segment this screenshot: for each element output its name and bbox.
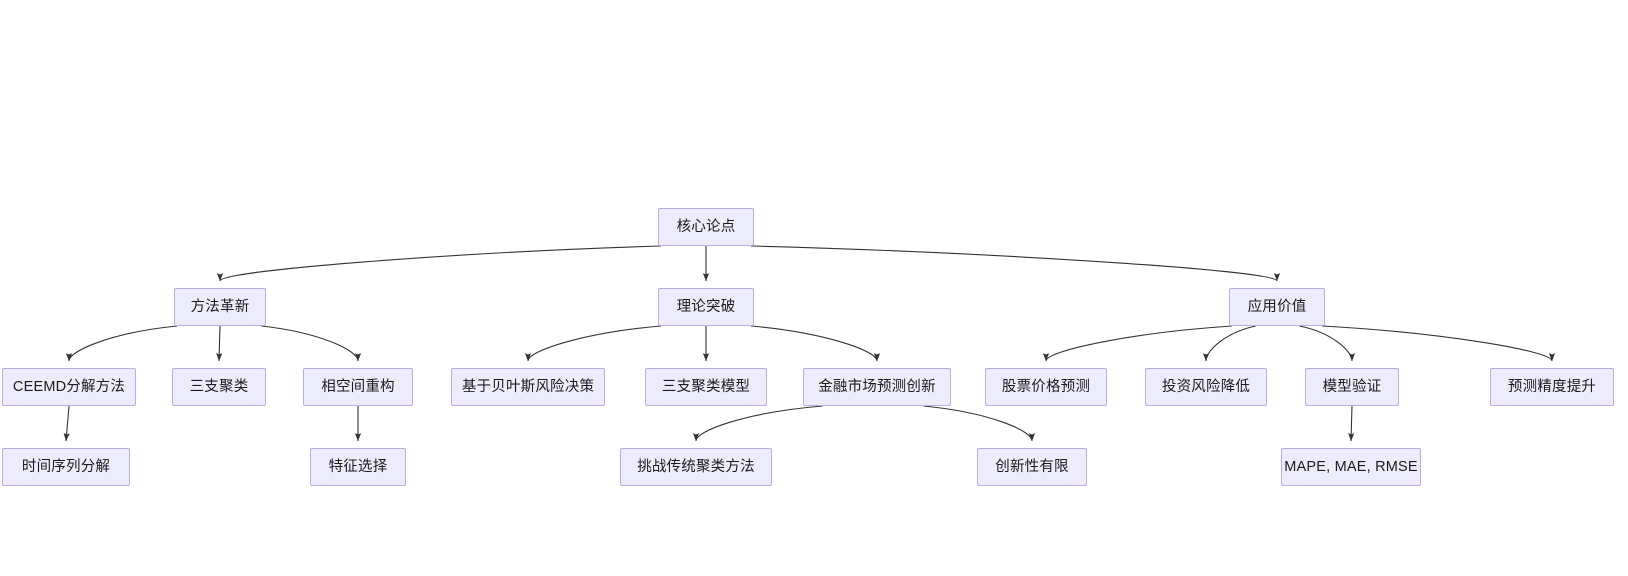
flowchart-edge-l1a-to-l2c [261, 325, 362, 362]
flowchart-node-l2a[interactable]: CEEMD分解方法 [2, 368, 136, 406]
flowchart-node-label: 应用价值 [1247, 298, 1307, 315]
flowchart-node-l1c[interactable]: 应用价值 [1229, 288, 1325, 326]
flowchart-node-label: 理论突破 [676, 298, 736, 315]
flowchart-node-l2f[interactable]: 金融市场预测创新 [803, 368, 951, 406]
flowchart-node-l3b[interactable]: 特征选择 [310, 448, 406, 486]
flowchart-edge-l2i-to-l3e [1348, 405, 1355, 442]
flowchart-edge-l2f-to-l3c [692, 405, 823, 442]
edge-group [63, 245, 1555, 442]
flowchart-node-l1a[interactable]: 方法革新 [174, 288, 266, 326]
flowchart-node-label: CEEMD分解方法 [12, 378, 126, 395]
flowchart-node-l3d[interactable]: 创新性有限 [977, 448, 1087, 486]
flowchart-edge-l1b-to-l2d [524, 325, 662, 362]
flowchart-node-label: 方法革新 [190, 298, 250, 315]
flowchart-edge-l1b-to-l2f [750, 325, 881, 362]
flowchart-node-label: 时间序列分解 [21, 458, 111, 475]
flowchart-node-l2h[interactable]: 投资风险降低 [1145, 368, 1267, 406]
flowchart-node-l2b[interactable]: 三支聚类 [172, 368, 266, 406]
flowchart-node-label: 相空间重构 [321, 378, 395, 395]
flowchart-node-label: 挑战传统聚类方法 [637, 458, 755, 475]
flowchart-node-label: 核心论点 [676, 218, 736, 235]
flowchart-node-l2e[interactable]: 三支聚类模型 [645, 368, 767, 406]
flowchart-edge-l1a-to-l2b [216, 325, 223, 362]
flowchart-node-label: 创新性有限 [995, 458, 1069, 475]
flowchart-edge-l1c-to-l2g [1042, 325, 1233, 362]
flowchart-node-label: 金融市场预测创新 [818, 378, 936, 395]
flowchart-node-label: 模型验证 [1322, 378, 1382, 395]
flowchart-node-l3e[interactable]: MAPE, MAE, RMSE [1281, 448, 1421, 486]
flowchart-node-label: 预测精度提升 [1507, 378, 1597, 395]
flowchart-node-l2g[interactable]: 股票价格预测 [985, 368, 1107, 406]
flowchart-node-label: MAPE, MAE, RMSE [1284, 458, 1418, 475]
flowchart-node-label: 股票价格预测 [1001, 378, 1091, 395]
flowchart-node-label: 特征选择 [328, 458, 388, 475]
flowchart-node-label: 基于贝叶斯风险决策 [461, 378, 595, 395]
flowchart-node-l3a[interactable]: 时间序列分解 [2, 448, 130, 486]
flowchart-node-root[interactable]: 核心论点 [658, 208, 754, 246]
flowchart-node-l3c[interactable]: 挑战传统聚类方法 [620, 448, 772, 486]
flowchart-edge-l2a-to-l3a [63, 405, 70, 442]
flowchart-node-label: 三支聚类 [189, 378, 249, 395]
flowchart-edge-l2f-to-l3d [923, 405, 1036, 442]
flowchart-edge-l1a-to-l2a [65, 325, 178, 362]
flowchart-node-label: 三支聚类模型 [661, 378, 751, 395]
flowchart-node-l2d[interactable]: 基于贝叶斯风险决策 [451, 368, 605, 406]
flowchart-node-l2j[interactable]: 预测精度提升 [1490, 368, 1614, 406]
flowchart-edge-l1c-to-l2i [1299, 325, 1356, 362]
flowchart-node-l2i[interactable]: 模型验证 [1305, 368, 1399, 406]
flowchart-node-label: 投资风险降低 [1161, 378, 1251, 395]
flowchart-node-l1b[interactable]: 理论突破 [658, 288, 754, 326]
flowchart-edge-root-to-l1c [750, 245, 1280, 282]
flowchart-edge-root-to-l1a [217, 245, 662, 282]
flowchart-edge-l1c-to-l2h [1202, 325, 1256, 362]
flowchart-edge-l1c-to-l2j [1321, 325, 1555, 362]
flowchart-node-l2c[interactable]: 相空间重构 [303, 368, 413, 406]
